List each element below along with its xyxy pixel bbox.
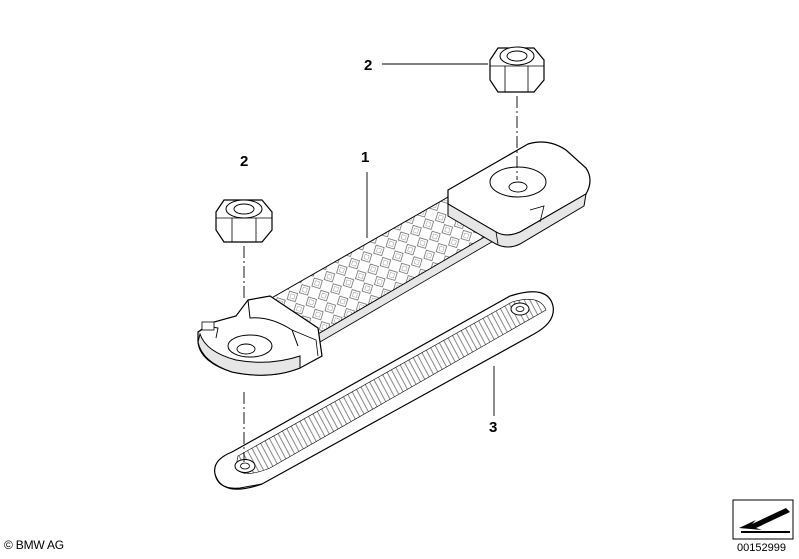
leader-lines: [366, 63, 495, 416]
ground-strap-part-1: [197, 141, 591, 376]
callout-part-2-left: 2: [240, 153, 249, 170]
assembly-axis-lines: [243, 96, 518, 462]
callout-part-2-top: 2: [364, 57, 373, 74]
arrow-direction-icon: [732, 499, 794, 540]
hex-nut-part-2-left: [215, 199, 273, 243]
callout-part-1: 1: [361, 149, 370, 166]
callout-part-3: 3: [489, 419, 498, 436]
hex-nut-part-2-top: [489, 46, 545, 93]
document-number: 00152999: [737, 542, 786, 554]
rubber-pad-part-3: [214, 291, 554, 490]
copyright-text: © BMW AG: [4, 538, 64, 552]
